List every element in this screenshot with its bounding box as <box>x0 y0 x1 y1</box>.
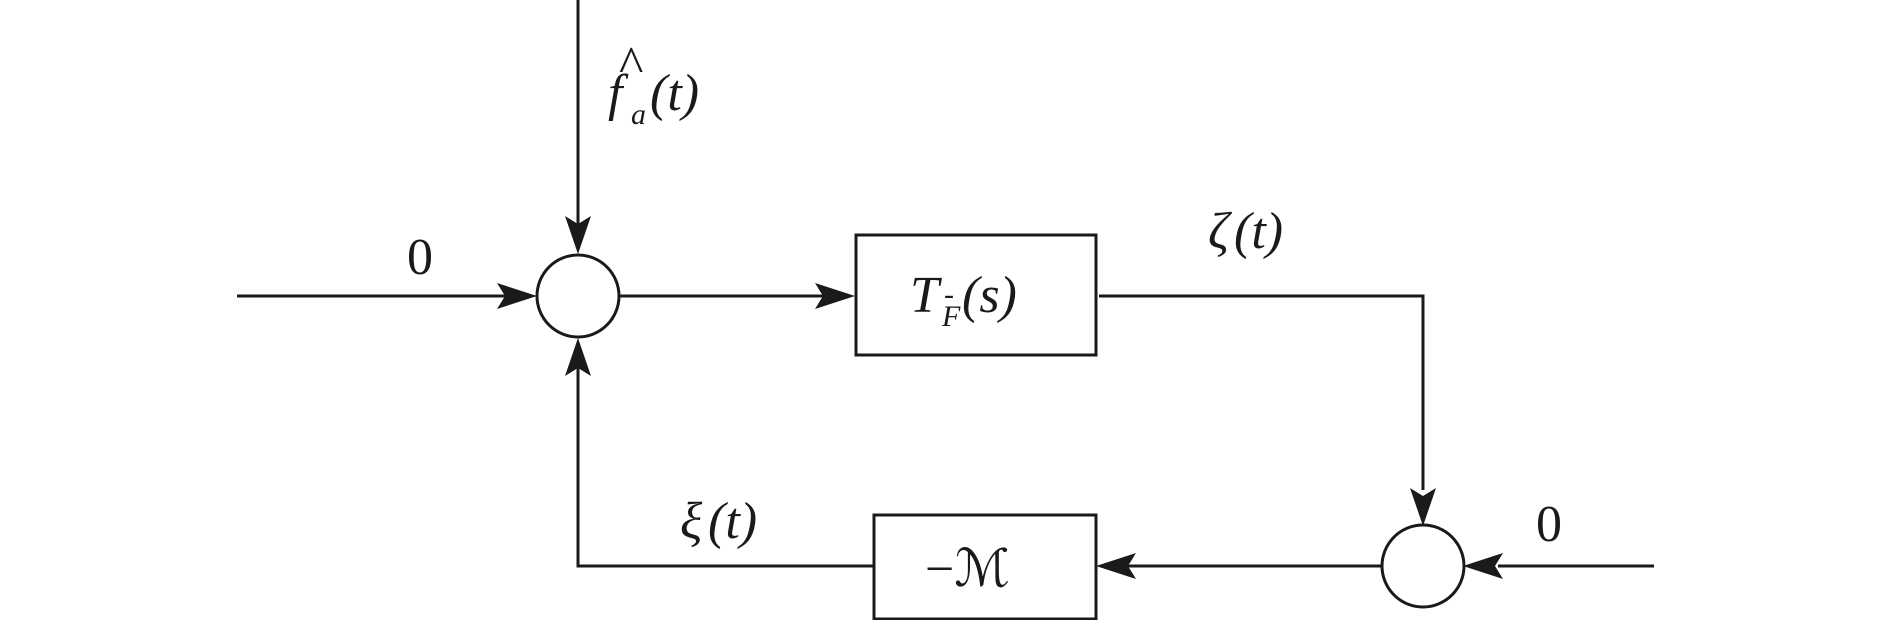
zero-input-right-label: 0 <box>1536 496 1562 553</box>
output-zeta-argument: (t) <box>1234 203 1283 260</box>
arrowhead-output-to-comparator <box>1410 488 1436 526</box>
output-zeta-symbol: ζ <box>1208 203 1232 260</box>
arrowhead-feedback-to-sum <box>565 338 591 376</box>
forward-block-label: T - F (s) <box>910 267 1017 333</box>
wire-feedback-xi <box>576 362 873 568</box>
summing-junction <box>535 253 621 339</box>
forward-block-symbol: T <box>910 267 942 324</box>
comparator-junction <box>1380 523 1466 609</box>
fault-estimate-hat: ^ <box>619 37 643 94</box>
feedback-xi-label: ξ (t) <box>680 493 757 550</box>
fault-estimate-label: f ^ a (t) <box>608 37 699 131</box>
arrowhead-left-zero <box>497 283 537 309</box>
zero-input-left-label: 0 <box>407 229 433 286</box>
arrowhead-feedback-block-input <box>1096 553 1136 579</box>
arrowhead-zero-right <box>1463 553 1503 579</box>
feedback-xi-argument: (t) <box>708 493 757 550</box>
arrowhead-forward-block-input <box>815 283 855 309</box>
feedback-xi-symbol: ξ <box>680 493 703 550</box>
fault-estimate-argument: (t) <box>650 65 699 122</box>
feedback-block-label: −ℳ <box>925 541 1010 598</box>
forward-block-subscript: F <box>941 300 961 333</box>
arrowhead-fault-estimate <box>565 216 591 254</box>
forward-block-subscript-bar: - <box>944 278 954 311</box>
forward-transfer-block <box>854 233 1098 357</box>
feedback-gain-block <box>872 513 1098 620</box>
output-zeta-label: ζ (t) <box>1208 203 1283 260</box>
fault-estimate-subscript: a <box>631 98 646 131</box>
wire-output-zeta <box>1099 294 1425 490</box>
forward-block-argument: (s) <box>962 267 1017 324</box>
